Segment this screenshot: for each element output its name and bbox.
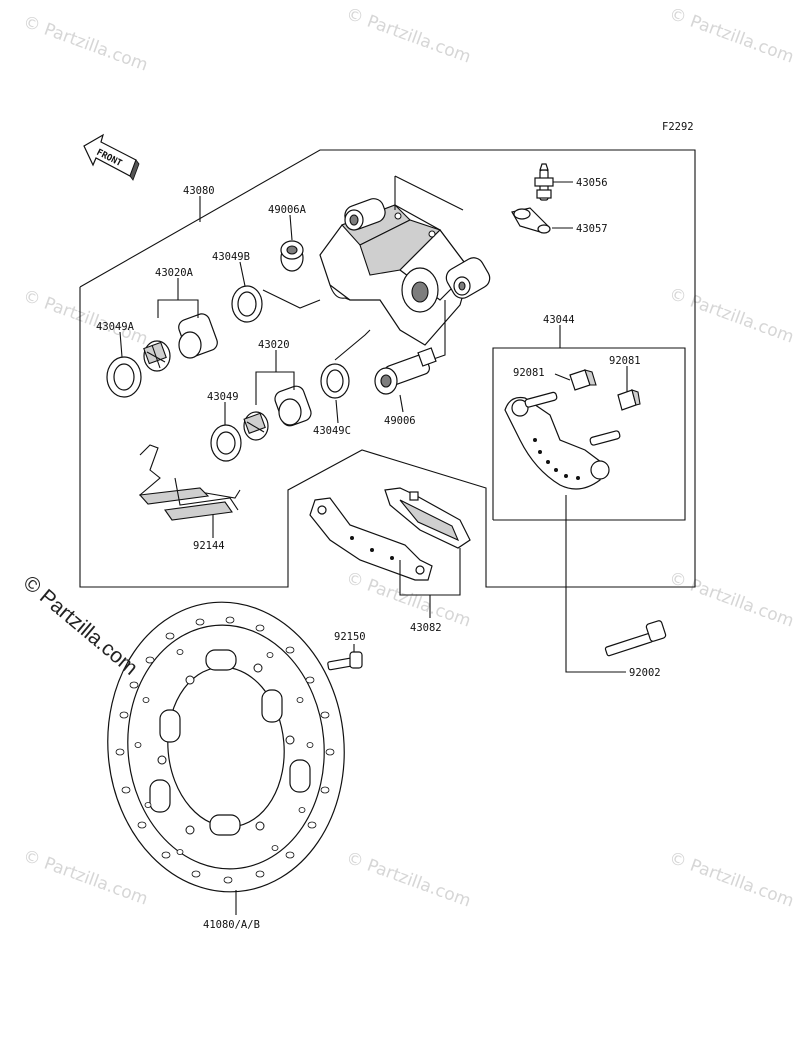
leader-92002 — [565, 495, 626, 673]
label-49006a[interactable]: 49006A — [268, 204, 307, 216]
leader-92081-left — [554, 373, 571, 381]
bolt-92150[interactable] — [327, 651, 363, 671]
watermark-bl: © Partzilla.com — [20, 846, 150, 910]
leader-43020a — [157, 299, 199, 318]
watermark-tl: © Partzilla.com — [20, 12, 150, 76]
brake-pads-43082[interactable] — [309, 487, 471, 581]
label-43020[interactable]: 43020 — [258, 339, 290, 351]
caliper-body[interactable] — [319, 196, 493, 346]
piston-43020-group[interactable] — [243, 384, 313, 441]
watermark-cr: © Partzilla.com — [666, 568, 796, 632]
leader-43020 — [255, 371, 295, 405]
leader-seal-c — [334, 329, 371, 361]
seal-43049a[interactable] — [106, 356, 142, 398]
label-92002[interactable]: 92002 — [629, 667, 661, 679]
part-labels: 43080 49006A 43049B 43020A 43049A 43020 … — [96, 177, 661, 931]
label-92081-left[interactable]: 92081 — [513, 367, 545, 379]
leader-seal-b — [262, 289, 321, 309]
boot-49006a[interactable] — [280, 240, 304, 272]
clip-92081-left[interactable] — [569, 369, 597, 391]
piston-43020a-group[interactable] — [143, 312, 220, 372]
label-43057[interactable]: 43057 — [576, 223, 608, 235]
label-92081-right[interactable]: 92081 — [609, 355, 641, 367]
label-43049[interactable]: 43049 — [207, 391, 239, 403]
label-92144[interactable]: 92144 — [193, 540, 225, 552]
label-43049c[interactable]: 43049C — [313, 425, 351, 437]
diagram-code: F2292 — [662, 121, 694, 133]
leader-49006 — [399, 394, 404, 413]
front-arrow-icon: FRONT — [83, 133, 140, 181]
brake-disc-41080[interactable] — [96, 592, 356, 901]
leader-43049a — [119, 331, 123, 358]
label-43020a[interactable]: 43020A — [155, 267, 194, 279]
leader-caliper-top — [394, 175, 464, 211]
label-43049a[interactable]: 43049A — [96, 321, 135, 333]
seal-43049b[interactable] — [231, 285, 263, 323]
cap-43057[interactable] — [511, 207, 551, 234]
label-43080[interactable]: 43080 — [183, 185, 215, 197]
leader-43049c — [335, 399, 339, 424]
leader-49006a — [289, 214, 293, 241]
leader-43049b — [239, 261, 246, 287]
clip-92081-right[interactable] — [617, 389, 641, 411]
label-43049b[interactable]: 43049B — [212, 251, 250, 263]
label-49006[interactable]: 49006 — [384, 415, 416, 427]
watermark-tc: © Partzilla.com — [343, 4, 473, 68]
seal-43049c[interactable] — [320, 363, 350, 399]
bracket-43044[interactable] — [504, 391, 621, 490]
label-92150[interactable]: 92150 — [334, 631, 366, 643]
bracket-frame — [492, 347, 686, 521]
bolt-92002[interactable] — [604, 620, 667, 657]
watermark-br: © Partzilla.com — [666, 848, 796, 912]
label-43082[interactable]: 43082 — [410, 622, 442, 634]
slide-pin-49006[interactable] — [374, 347, 437, 395]
label-41080[interactable]: 41080/A/B — [203, 919, 260, 931]
label-43044[interactable]: 43044 — [543, 314, 575, 326]
watermark-tr: © Partzilla.com — [666, 4, 796, 68]
caliper-assembly-frame — [79, 149, 696, 588]
watermark-bc: © Partzilla.com — [343, 848, 473, 912]
bleeder-valve-43056[interactable] — [534, 163, 554, 201]
seal-43049[interactable] — [210, 424, 242, 462]
label-43056[interactable]: 43056 — [576, 177, 608, 189]
watermark-mr: © Partzilla.com — [666, 284, 796, 348]
spring-92144[interactable] — [138, 444, 241, 521]
watermark-ml: © Partzilla.com — [20, 286, 150, 350]
